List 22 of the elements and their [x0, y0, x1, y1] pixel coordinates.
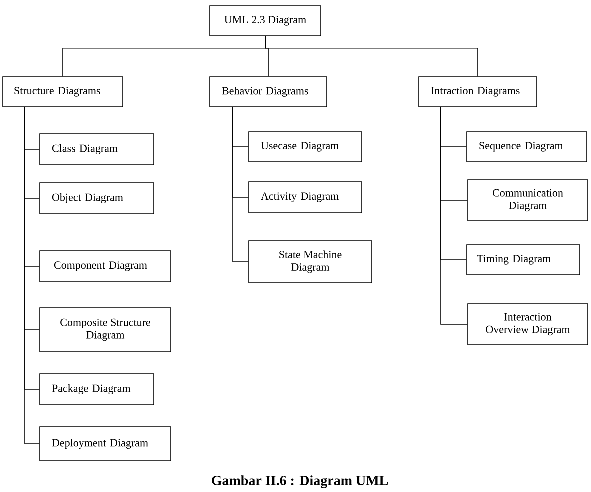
diagram-box: Sequence Diagram	[466, 132, 588, 162]
diagram-box: Usecase Diagram	[248, 132, 362, 162]
diagram-box: Class Diagram	[40, 134, 154, 166]
diagram-box: Deployment Diagram	[40, 426, 172, 462]
diagram-box: UML 2.3 Diagram	[210, 6, 322, 36]
diagram-box: Object Diagram	[40, 182, 154, 214]
diagram-box: Intraction Diagrams	[418, 76, 538, 108]
connector-line	[24, 107, 40, 444]
caption: Gambar II.6 : Diagram UML	[212, 476, 388, 488]
diagram-box: Interaction Overview Diagram	[468, 304, 588, 346]
diagram-box: Activity Diagram	[248, 182, 362, 214]
diagram-box: Structure Diagrams	[2, 76, 124, 108]
diagram-box: Component Diagram	[40, 250, 172, 282]
diagram-box: State Machine Diagram	[248, 240, 372, 284]
connector-line	[265, 36, 478, 77]
diagram-box: Timing Diagram	[466, 244, 580, 276]
diagram-box: Behavior Diagrams	[210, 76, 328, 108]
diagram-box: Communication Diagram	[468, 180, 588, 222]
connector-line	[440, 107, 468, 325]
diagram-box: Package Diagram	[40, 374, 154, 406]
diagram-box: Composite Structure Diagram	[40, 308, 172, 352]
connector-line	[232, 107, 249, 262]
